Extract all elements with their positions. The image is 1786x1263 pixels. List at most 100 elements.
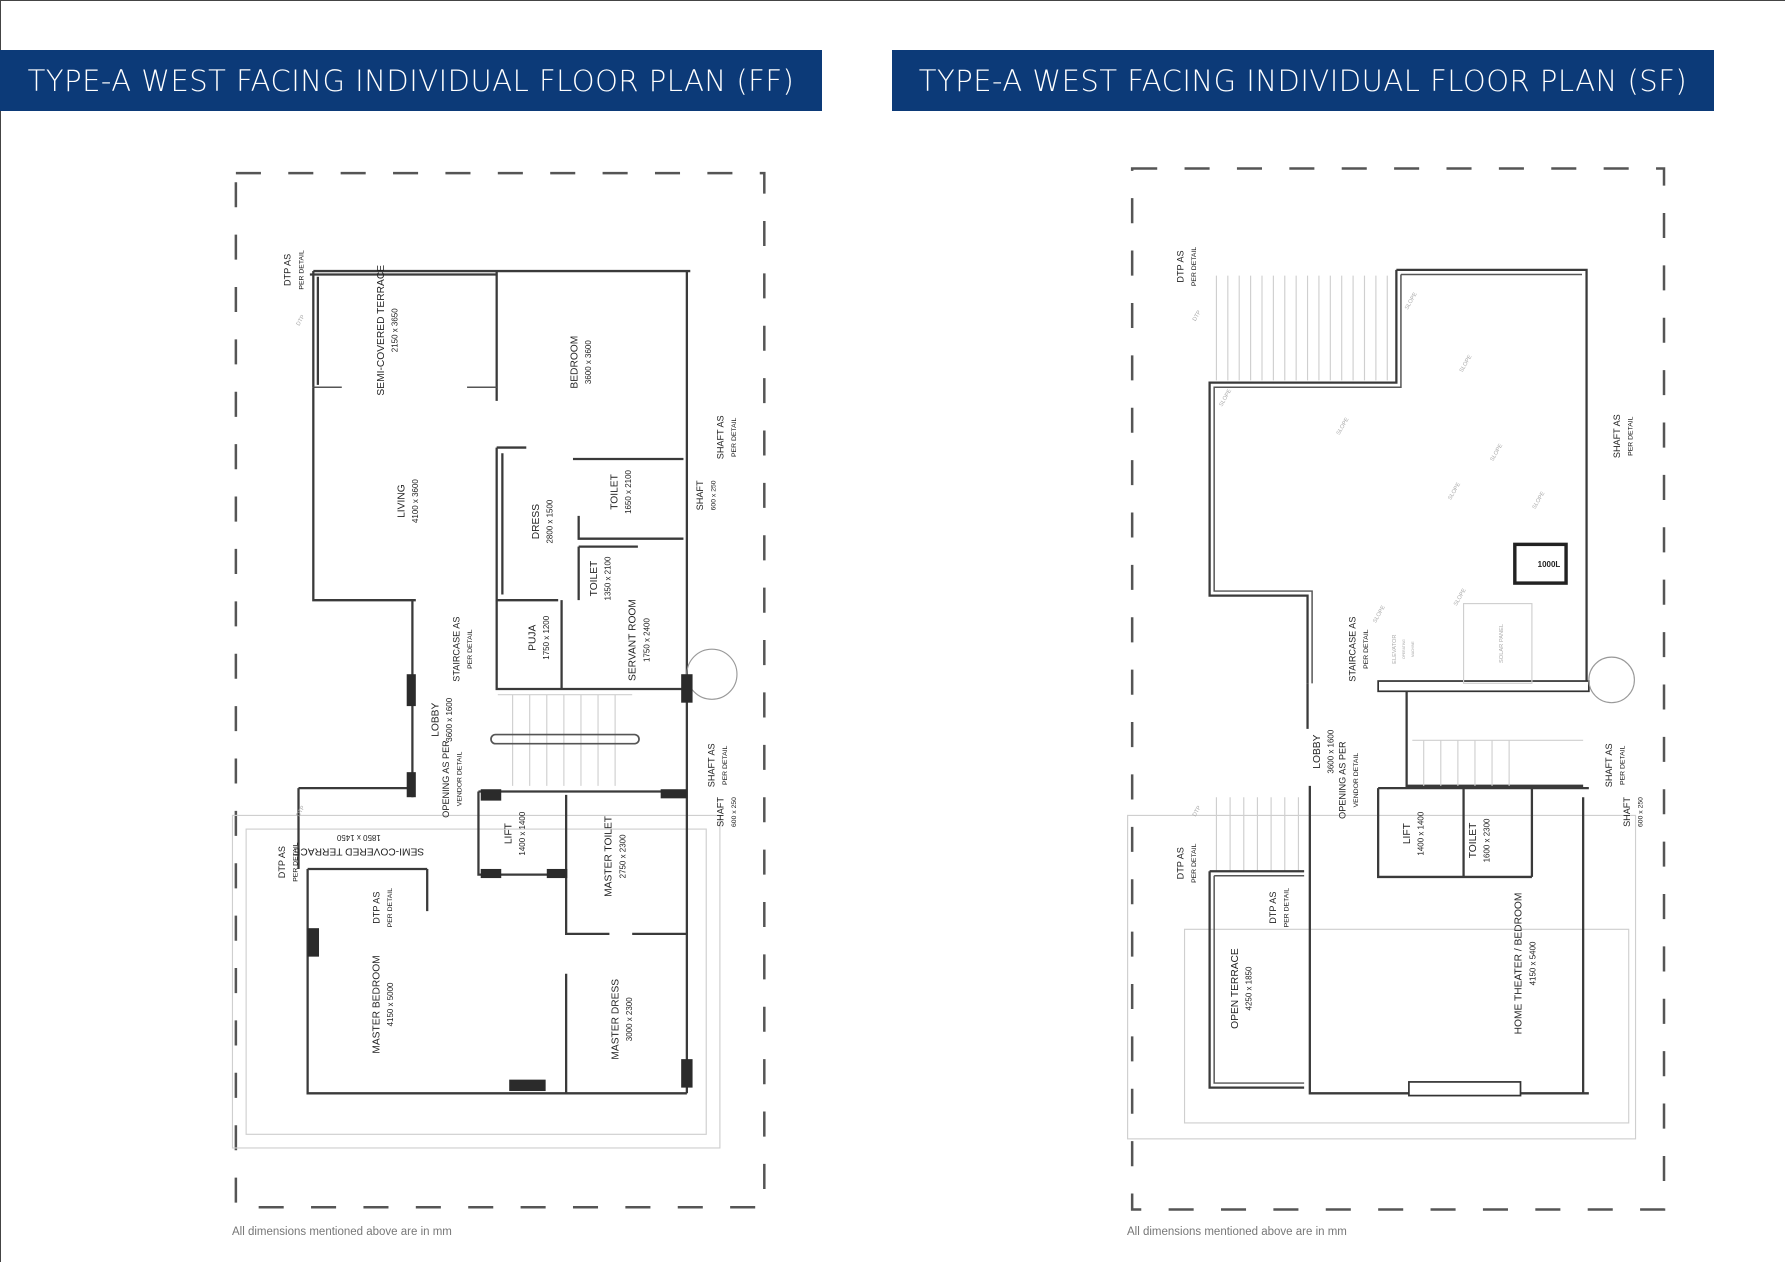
room-dimensions: PER DETAIL (298, 250, 305, 290)
room-dimensions: MACHINE (1411, 641, 1415, 657)
living-label: LIVING 4100 x 3600 (396, 479, 420, 523)
room-dimensions: 1400 x 1400 (518, 811, 527, 855)
room-dimensions: 2750 x 2300 (618, 834, 627, 878)
room-dimensions: PER DETAIL (387, 888, 394, 928)
room-dimensions: 3600 x 3600 (584, 340, 593, 384)
slope-annotation: SLOPE (1336, 417, 1351, 437)
room-dimensions: 2800 x 1500 (545, 499, 554, 543)
room-name: OPENING AS PER (441, 740, 451, 818)
room-dimensions: VENDOR DETAIL (457, 752, 464, 807)
room-name: LIVING (396, 484, 407, 518)
semi-terrace-2-label: SEMI-COVERED TERRACE 1850 x 1450 (293, 833, 424, 857)
room-name: DTP AS (277, 846, 287, 878)
room-dimensions: 1400 x 1400 (1417, 811, 1426, 855)
room-name: SHAFT (695, 480, 705, 510)
room-dimensions: 4150 x 5000 (386, 982, 395, 1026)
room-name: DTP AS (372, 892, 382, 924)
room-name: OPEN TERRACE (1230, 948, 1241, 1029)
room-dimensions: PER DETAIL (1191, 247, 1198, 287)
room-name: DRESS (531, 504, 542, 539)
slope-annotation: SLOPE (1459, 354, 1474, 374)
room-dimensions: 3000 x 2300 (625, 997, 634, 1041)
toilet-1-label: TOILET 1650 x 2100 (609, 469, 633, 513)
room-name: SHAFT AS (1604, 743, 1614, 787)
room-name: SERVANT ROOM (628, 599, 639, 681)
room-name: DTP AS (1268, 892, 1278, 924)
sf-plan-title: TYPE-A WEST FACING INDIVIDUAL FLOOR PLAN… (892, 50, 1714, 111)
dtp-tag-annotation: DTP (1192, 309, 1203, 322)
slope-annotation: SLOPE (1447, 482, 1462, 502)
room-name: LOBBY (431, 703, 442, 737)
room-dimensions: PER DETAIL (1283, 888, 1290, 928)
open-terrace-label: OPEN TERRACE 4250 x 1850 (1230, 948, 1254, 1029)
ff-outer-terrace (231, 814, 721, 1149)
ff-staircase (490, 694, 640, 786)
slope-annotation: SLOPE (1218, 388, 1233, 408)
sf-floor-plan (1127, 167, 1666, 1211)
room-dimensions: 1650 x 2100 (624, 469, 633, 513)
ff-dimensions-note: All dimensions mentioned above are in mm (232, 1226, 452, 1238)
room-dimensions: 600 x 250 (731, 797, 738, 827)
room-dimensions: PER DETAIL (731, 417, 738, 457)
sf-hatch (1215, 275, 1388, 872)
room-dimensions: OPERATING (1402, 639, 1406, 659)
room-dimensions: 1850 x 1450 (336, 833, 380, 842)
dtp-tag-annotation: DTP (1192, 805, 1203, 818)
dtp-mid-label: DTP AS PER DETAIL (372, 888, 395, 928)
ff-plot-boundary (234, 171, 766, 1209)
room-dimensions: PER DETAIL (467, 629, 474, 669)
room-name: STAIRCASE AS (1348, 617, 1358, 682)
room-name: LOBBY (1312, 734, 1323, 768)
room-name: DTP AS (1176, 847, 1186, 879)
ff-door-swing (686, 648, 738, 700)
room-name: MASTER BEDROOM (371, 955, 382, 1053)
tank-label: 1000L (1538, 560, 1561, 569)
room-dimensions: PER DETAIL (1191, 843, 1198, 883)
room-name: DTP AS (283, 254, 293, 286)
room-name: SEMI-COVERED TERRACE (376, 265, 387, 396)
room-name: SEMI-COVERED TERRACE (293, 845, 424, 856)
room-dimensions: PER DETAIL (722, 745, 729, 785)
lift-label: LIFT 1400 x 1400 (1402, 811, 1426, 855)
room-name: SHAFT AS (715, 415, 725, 459)
room-name: STAIRCASE AS (451, 617, 461, 682)
opening-label: OPENING AS PER VENDOR DETAIL (441, 740, 464, 818)
dtp-left-label: DTP AS PER DETAIL (277, 842, 300, 882)
room-name: LIFT (1402, 822, 1413, 844)
room-dimensions: PER DETAIL (293, 842, 300, 882)
room-name: PUJA (527, 625, 538, 651)
slope-annotation: SLOPE (1453, 588, 1468, 608)
ff-handrail (490, 733, 640, 745)
room-name: SOLAR PANEL (1499, 624, 1505, 663)
room-dimensions: 4250 x 1850 (1245, 966, 1254, 1010)
ff-columns (307, 674, 693, 1092)
room-name: TOILET (609, 473, 620, 509)
slope-annotation: SLOPE (1532, 491, 1547, 511)
room-dimensions: 3600 x 1600 (445, 697, 454, 741)
slope-annotation: SLOPE (1490, 443, 1505, 463)
room-dimensions: 1350 x 2100 (604, 556, 613, 600)
room-dimensions: 4100 x 3600 (411, 479, 420, 523)
sf-dimensions-note: All dimensions mentioned above are in mm (1127, 1226, 1347, 1238)
sf-water-tank (1513, 542, 1568, 585)
room-name: HOME THEATER / BEDROOM (1514, 893, 1525, 1035)
room-dimensions: PER DETAIL (1627, 416, 1634, 456)
ff-floor-plan (231, 171, 766, 1209)
dtp-left-label: DTP AS PER DETAIL (1176, 843, 1199, 883)
dtp-top-label: DTP AS PER DETAIL (283, 250, 306, 290)
shaft-detail-1-label: SHAFT AS PER DETAIL (715, 415, 738, 459)
room-name: TOILET (1468, 822, 1479, 858)
